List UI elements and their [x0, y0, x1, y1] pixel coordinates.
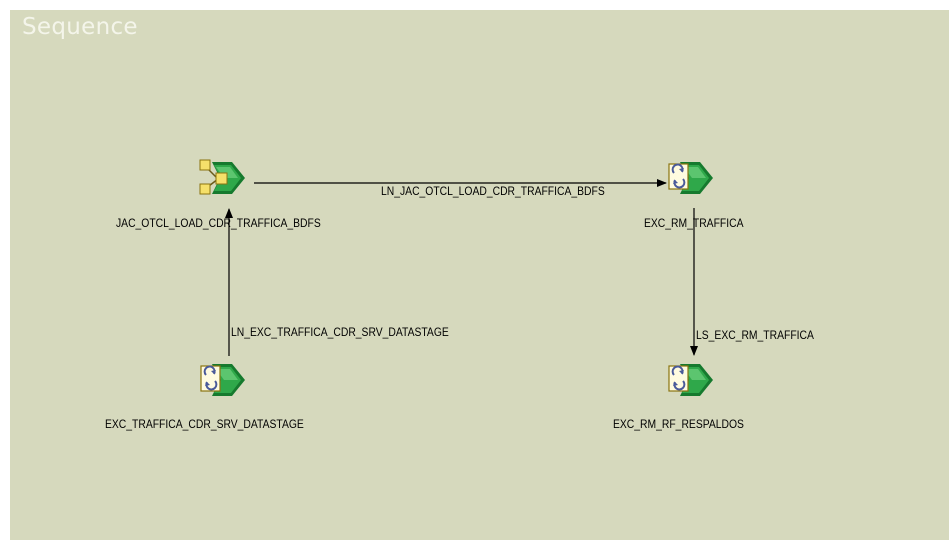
- stage-exc-rm-traffica[interactable]: [666, 158, 714, 198]
- stage-label-jac-otcl-load: JAC_OTCL_LOAD_CDR_TRAFFICA_BDFS: [116, 218, 321, 230]
- sequence-canvas[interactable]: [10, 10, 949, 540]
- stage-exc-rm-rf-respaldos[interactable]: [666, 360, 714, 400]
- stage-jac-otcl-load[interactable]: [198, 158, 246, 198]
- job-activity-icon: [199, 159, 245, 195]
- stage-label-exc-traffica-cdr: EXC_TRAFFICA_CDR_SRV_DATASTAGE: [105, 419, 304, 431]
- stage-label-exc-rm-traffica: EXC_RM_TRAFFICA: [644, 218, 744, 230]
- canvas-title: Sequence: [22, 14, 138, 40]
- execute-command-icon: [668, 162, 713, 194]
- link-label-ln-exc-traffica: LN_EXC_TRAFFICA_CDR_SRV_DATASTAGE: [231, 327, 449, 339]
- link-label-ln-jac-otcl: LN_JAC_OTCL_LOAD_CDR_TRAFFICA_BDFS: [381, 186, 605, 198]
- execute-command-icon: [668, 364, 713, 396]
- execute-command-icon: [200, 364, 245, 396]
- link-label-ls-exc-rm: LS_EXC_RM_TRAFFICA: [696, 330, 814, 342]
- stage-exc-traffica-cdr[interactable]: [198, 360, 246, 400]
- stage-label-exc-rm-rf-respaldos: EXC_RM_RF_RESPALDOS: [613, 419, 744, 431]
